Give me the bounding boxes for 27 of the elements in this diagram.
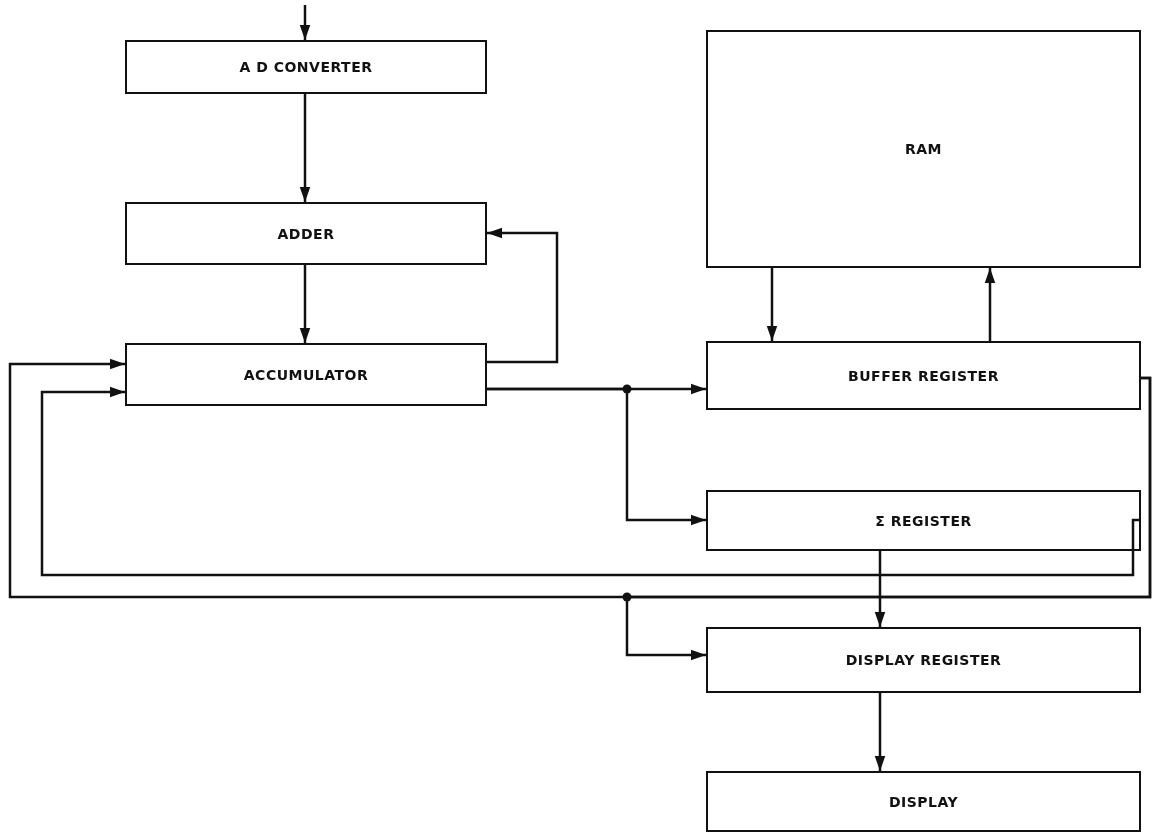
box-label: A D CONVERTER — [239, 59, 373, 75]
arrow — [299, 5, 311, 40]
arrow — [984, 268, 996, 341]
arrow — [625, 376, 1152, 661]
box-label: RAM — [904, 141, 942, 157]
process-box — [125, 202, 487, 265]
box-label: Σ REGISTER — [875, 512, 972, 529]
memory-box — [706, 30, 1141, 268]
box-label: DISPLAY — [888, 793, 959, 810]
process-box — [706, 341, 1141, 410]
arrow — [874, 551, 886, 627]
arrow — [299, 265, 311, 343]
arrow — [40, 386, 1142, 577]
process-box — [125, 40, 487, 94]
arrow — [299, 94, 311, 202]
arrow — [487, 387, 706, 526]
arrow — [766, 268, 778, 341]
process-box — [706, 490, 1141, 551]
box-label: ACCUMULATOR — [243, 366, 369, 383]
process-box — [125, 343, 487, 406]
process-box — [706, 627, 1141, 693]
arrow — [874, 693, 886, 771]
box-label: DISPLAY REGISTER — [845, 652, 1002, 668]
box-label: ADDER — [277, 225, 335, 242]
arrow — [487, 227, 559, 364]
box-label: BUFFER REGISTER — [848, 367, 999, 384]
process-box — [706, 771, 1141, 832]
